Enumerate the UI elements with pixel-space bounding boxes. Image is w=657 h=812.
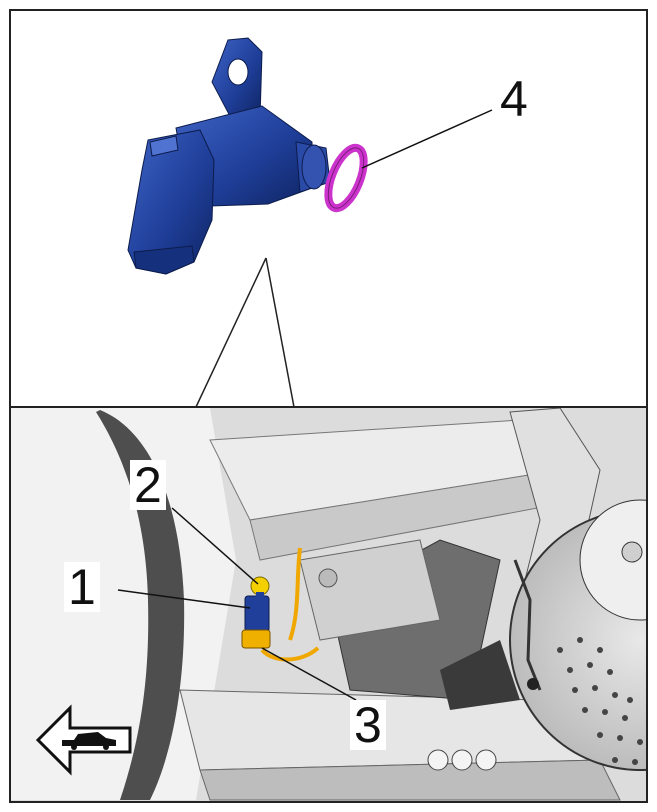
figure-frame [9,9,648,803]
arrow-left-with-car-icon [35,704,132,776]
leader-line-3 [261,647,357,701]
leader-line-2 [171,507,259,585]
zoom-line-left [195,257,267,408]
zoom-line-right [265,257,295,408]
leader-line-1 [117,589,251,609]
disc-holes [557,637,643,765]
callout-3: 3 [350,700,386,750]
sensor-detail [127,37,331,275]
seal-ring [324,143,368,213]
callout-1: 1 [64,562,100,612]
leader-line-4 [361,109,493,169]
callout-4: 4 [496,74,532,124]
callout-2: 2 [130,460,166,510]
detail-panel [9,9,648,408]
installation-panel [9,406,648,803]
